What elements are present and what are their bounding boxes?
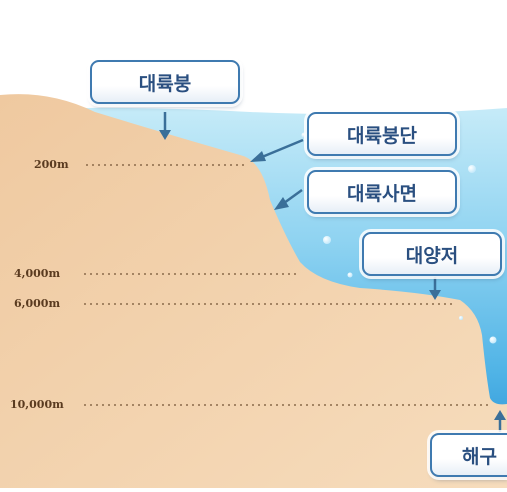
label-continental-slope: 대륙사면 <box>307 170 457 214</box>
label-abyssal-plain: 대양저 <box>362 232 502 276</box>
bubble <box>347 272 353 278</box>
sea-floor-profile <box>0 94 507 489</box>
depth-label-6000: 6,000m <box>14 297 61 310</box>
label-trench: 해구 <box>430 433 507 477</box>
depth-label-10000: 10,000m <box>10 398 64 411</box>
bubble <box>468 165 476 173</box>
depth-label-200: 200m <box>34 158 69 171</box>
bubble <box>323 236 331 244</box>
bubble <box>459 316 463 320</box>
arrow-abyssal-plain <box>429 277 441 300</box>
arrow-trench <box>494 410 506 432</box>
arrow-continental-shelf <box>159 112 171 140</box>
arrow-shelf-break <box>250 138 304 162</box>
depth-label-4000: 4,000m <box>14 267 61 280</box>
label-continental-shelf: 대륙붕 <box>90 60 240 104</box>
bubble <box>301 132 307 138</box>
label-shelf-break: 대륙붕단 <box>307 112 457 156</box>
bubble <box>489 336 497 344</box>
arrow-continental-slope <box>274 188 303 210</box>
